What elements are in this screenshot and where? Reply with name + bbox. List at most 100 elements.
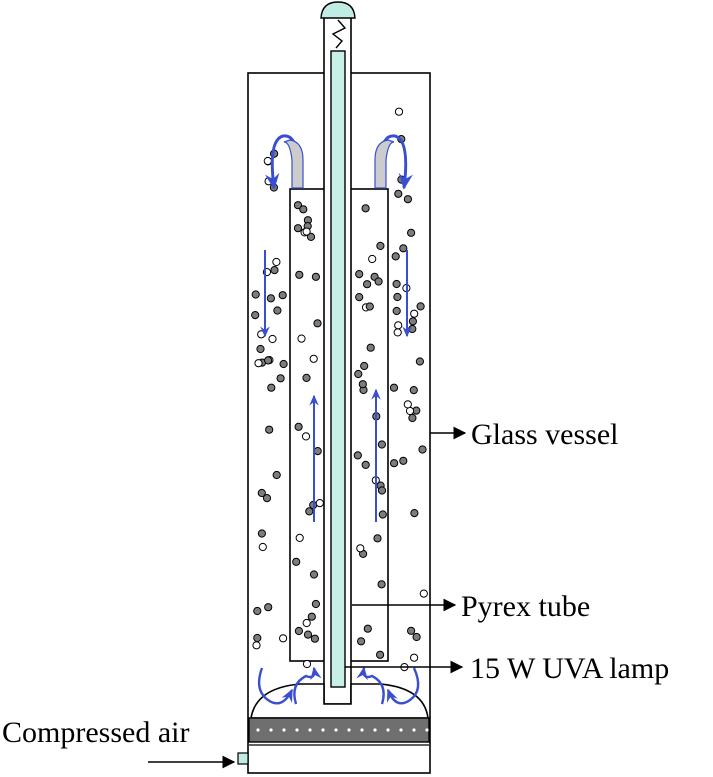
air-bubble bbox=[403, 400, 412, 409]
air-diffuser bbox=[248, 717, 430, 743]
particle-bubble bbox=[378, 510, 387, 519]
particle-bubble bbox=[361, 204, 370, 213]
particle-bubble bbox=[376, 650, 385, 659]
particle-bubble bbox=[389, 383, 399, 392]
air-bubble bbox=[309, 354, 318, 363]
particle-bubble bbox=[399, 456, 408, 465]
particle-bubble bbox=[410, 508, 419, 518]
particle-bubble bbox=[374, 277, 383, 286]
air-bubble bbox=[257, 330, 266, 339]
diffuser-pore bbox=[256, 728, 260, 732]
particle-bubble bbox=[310, 634, 319, 643]
particle-bubble bbox=[309, 570, 319, 579]
particle-bubble bbox=[251, 290, 260, 299]
uva-lamp bbox=[330, 50, 346, 688]
particle-bubble bbox=[294, 626, 303, 636]
particle-bubble bbox=[408, 324, 417, 334]
air-bubble bbox=[302, 227, 311, 236]
particle-bubble bbox=[313, 447, 322, 456]
particle-bubble bbox=[399, 244, 408, 253]
particle-bubble bbox=[407, 626, 416, 635]
particle-bubble bbox=[256, 344, 265, 354]
diffuser-pores bbox=[256, 728, 429, 732]
diffuser-pore bbox=[295, 728, 299, 732]
air-bubble bbox=[302, 618, 311, 628]
particle-bubble bbox=[311, 272, 320, 281]
particle-bubble bbox=[265, 425, 274, 434]
air-bubble bbox=[394, 107, 404, 116]
particle-bubble bbox=[293, 224, 303, 233]
air-bubble bbox=[315, 499, 324, 508]
particle-bubble bbox=[415, 357, 424, 366]
particle-bubble bbox=[391, 252, 400, 261]
particle-bubble bbox=[313, 319, 322, 328]
uva-lamp-label: 15 W UVA lamp bbox=[470, 652, 669, 685]
particle-bubble bbox=[257, 529, 266, 538]
particle-bubble bbox=[257, 488, 266, 498]
particle-bubble bbox=[409, 386, 418, 395]
diffuser-pore bbox=[308, 728, 312, 732]
particle-bubble bbox=[293, 201, 303, 210]
air-bubble bbox=[268, 334, 277, 344]
diffuser-pore bbox=[347, 728, 351, 732]
diffuser-pore bbox=[425, 728, 429, 732]
air-bubble bbox=[252, 641, 261, 650]
diffuser-pore bbox=[321, 728, 325, 732]
diffuser-pore bbox=[373, 728, 377, 732]
particle-bubble bbox=[363, 624, 372, 633]
particle-bubble bbox=[357, 637, 366, 646]
particle-bubble bbox=[360, 361, 369, 371]
flow-band-top-left bbox=[283, 139, 304, 189]
particle-bubble bbox=[305, 507, 314, 516]
glass-vessel-label: Glass vessel bbox=[471, 418, 618, 451]
diffuser-pore bbox=[282, 728, 286, 732]
particle-bubble bbox=[294, 422, 303, 431]
particle-bubble bbox=[270, 266, 279, 275]
particle-bubble bbox=[392, 279, 401, 289]
particle-bubble bbox=[278, 291, 287, 300]
particle-bubble bbox=[253, 606, 262, 616]
particle-bubble bbox=[307, 612, 316, 621]
particle-bubble bbox=[361, 460, 370, 469]
particle-bubble bbox=[353, 451, 362, 460]
particle-bubble bbox=[416, 302, 425, 311]
diffuser-pore bbox=[360, 728, 364, 732]
lamp-cap bbox=[320, 1, 356, 19]
diffuser-pore bbox=[269, 728, 273, 732]
diffuser-pore bbox=[334, 728, 338, 732]
air-bubble bbox=[410, 309, 419, 318]
particle-bubble bbox=[311, 599, 320, 609]
particle-bubble bbox=[376, 241, 385, 250]
particle-bubble bbox=[366, 343, 375, 352]
particle-bubble bbox=[394, 189, 403, 198]
particle-bubble bbox=[272, 470, 281, 480]
diffuser-pore bbox=[412, 728, 416, 732]
diffuser-pore bbox=[386, 728, 390, 732]
particle-bubble bbox=[264, 603, 273, 612]
air-bubble bbox=[394, 321, 403, 330]
air-inlet bbox=[237, 752, 249, 765]
particle-bubble bbox=[355, 270, 364, 279]
particle-bubble bbox=[403, 195, 412, 204]
particle-bubble bbox=[262, 494, 272, 503]
air-bubble bbox=[264, 177, 273, 186]
particle-bubble bbox=[251, 311, 260, 320]
air-bubble bbox=[254, 359, 263, 368]
particle-bubble bbox=[392, 306, 401, 316]
particle-bubble bbox=[390, 459, 399, 468]
particle-bubble bbox=[408, 317, 417, 326]
air-bubble bbox=[301, 432, 311, 441]
diffuser-pore bbox=[399, 728, 403, 732]
particle-bubble bbox=[355, 293, 364, 302]
air-bubble bbox=[410, 653, 419, 662]
particle-bubble bbox=[363, 280, 372, 289]
particle-bubble bbox=[377, 580, 386, 589]
air-bubble bbox=[393, 328, 402, 337]
flow-arrow-bottom-left-outer bbox=[257, 667, 294, 705]
pyrex-tube-label: Pyrex tube bbox=[461, 590, 590, 623]
air-bubble bbox=[419, 589, 428, 598]
lamp-wire-icon bbox=[331, 19, 347, 49]
air-bubble bbox=[295, 533, 304, 543]
particle-bubble bbox=[279, 359, 288, 369]
air-bubble bbox=[258, 542, 267, 552]
